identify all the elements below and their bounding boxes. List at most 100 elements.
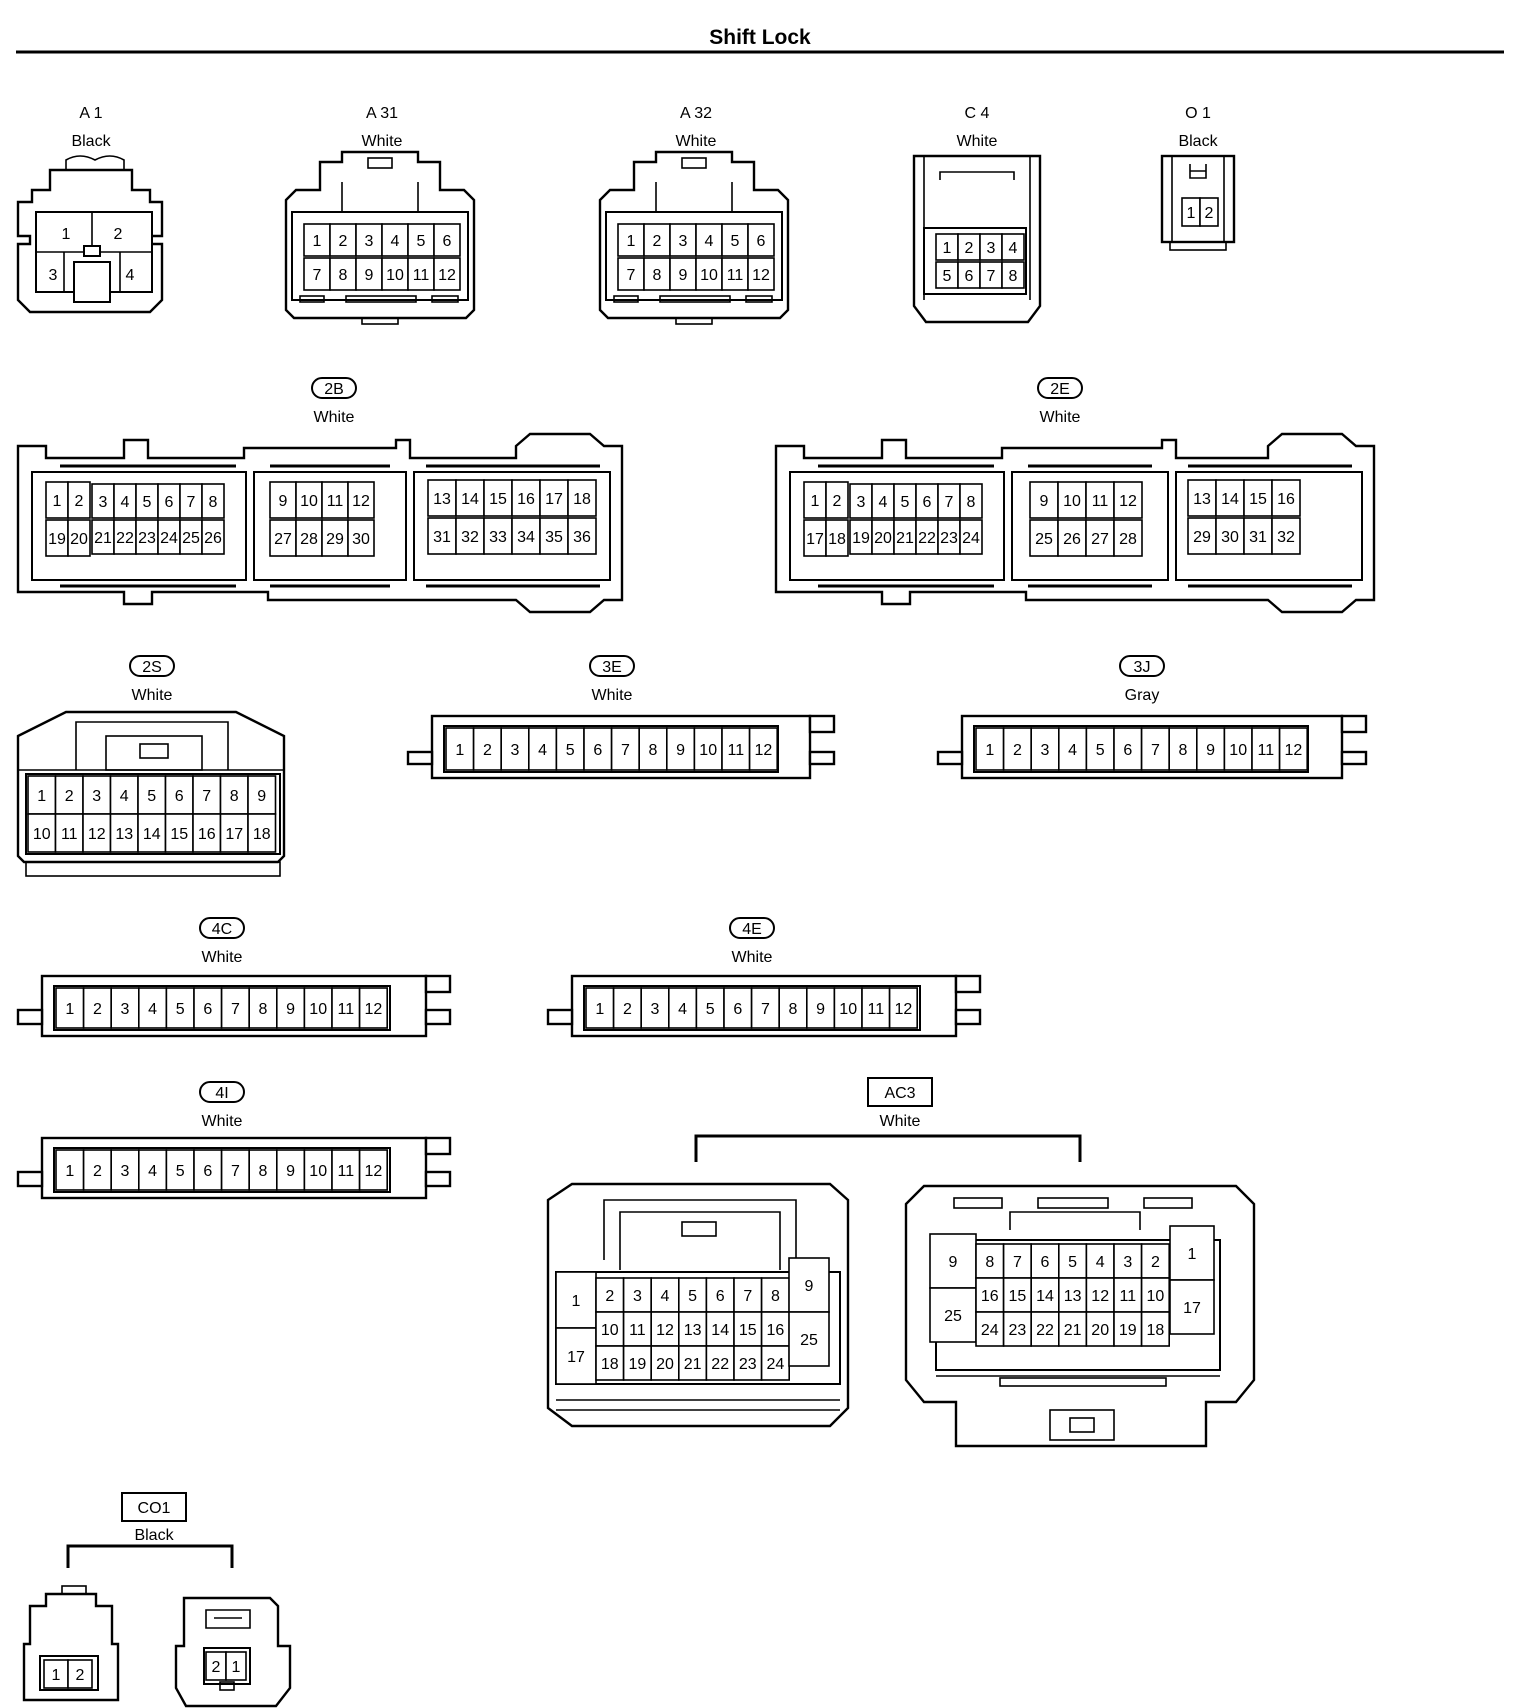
pin-cell: 19 bbox=[45, 519, 69, 557]
pin-cell: 10 bbox=[595, 1311, 625, 1347]
pin-number: 15 bbox=[170, 826, 188, 843]
pin-number: 11 bbox=[867, 1001, 884, 1018]
pin-cell: 20 bbox=[871, 519, 895, 555]
pin-number: 9 bbox=[1040, 493, 1049, 510]
pin-cell: 24 bbox=[959, 519, 983, 555]
pin-number: 13 bbox=[115, 826, 133, 843]
pin-cell: 10 bbox=[833, 987, 863, 1029]
pin-number: 18 bbox=[573, 491, 591, 508]
pin-number: 36 bbox=[573, 529, 591, 546]
pin-cell-box bbox=[269, 481, 297, 519]
pin-number: 12 bbox=[895, 1001, 913, 1018]
pin-cell: 6 bbox=[1030, 1243, 1060, 1279]
pin-number: 1 bbox=[232, 1659, 241, 1676]
pin-number: 22 bbox=[116, 530, 134, 547]
pin-cell: 7 bbox=[179, 483, 203, 519]
pin-cell: 18 bbox=[825, 519, 849, 557]
pin-cell: 22 bbox=[1030, 1311, 1060, 1347]
pin-cell-box bbox=[929, 1287, 977, 1343]
pin-cell: 4 bbox=[138, 987, 168, 1029]
pin-number: 17 bbox=[567, 1349, 585, 1366]
pin-cell: 25 bbox=[929, 1287, 977, 1343]
pin-number: 8 bbox=[653, 267, 662, 284]
pin-cell: 32 bbox=[1271, 517, 1301, 555]
pin-cell: 8 bbox=[643, 257, 671, 291]
pin-cell-box bbox=[110, 987, 140, 1029]
pin-cell: 5 bbox=[165, 1149, 195, 1191]
pin-number: 5 bbox=[1068, 1254, 1077, 1271]
pin-cell: 4 bbox=[695, 223, 723, 257]
pin-cell-box bbox=[788, 1257, 830, 1313]
pin-cell: 6 bbox=[957, 261, 981, 289]
pin-number: 24 bbox=[981, 1322, 999, 1339]
pin-cell: 7 bbox=[610, 727, 640, 771]
pin-cell-box bbox=[164, 775, 194, 815]
pin-cell-box bbox=[760, 1311, 790, 1347]
pin-number: 4 bbox=[661, 1288, 670, 1305]
pin-cell-box bbox=[1002, 727, 1032, 771]
pin-cell-box bbox=[695, 257, 723, 291]
pin-cell: 9 bbox=[275, 1149, 306, 1191]
pin-number: 4 bbox=[121, 494, 130, 511]
pin-number: 4 bbox=[1096, 1254, 1105, 1271]
pin-cell: 28 bbox=[295, 519, 323, 557]
pin-cell-box bbox=[1113, 481, 1143, 519]
pin-cell-box bbox=[959, 483, 983, 519]
pin-cell: 17 bbox=[1169, 1279, 1215, 1335]
pin-number: 19 bbox=[852, 530, 870, 547]
pin-number: 3 bbox=[121, 1163, 130, 1180]
pin-number: 5 bbox=[1096, 742, 1105, 759]
label-3j-color: Gray bbox=[1125, 687, 1160, 704]
label-c4-code: C 4 bbox=[965, 105, 990, 122]
pin-cell: 7 bbox=[192, 775, 222, 815]
pin-cell-box bbox=[165, 1149, 195, 1191]
pin-cell: 1 bbox=[975, 727, 1005, 771]
pin-cell: 4 bbox=[1001, 233, 1025, 261]
pin-cell: 7 bbox=[220, 987, 251, 1029]
pin-cell: 22 bbox=[705, 1345, 735, 1381]
pin-cell-box bbox=[677, 1311, 708, 1347]
label-2s-code: 2S bbox=[142, 659, 162, 676]
pin-cell: 9 bbox=[247, 775, 277, 815]
pin-number: 8 bbox=[1179, 742, 1188, 759]
pin-cell: 5 bbox=[165, 987, 195, 1029]
pin-cell-box bbox=[567, 479, 597, 517]
pin-number: 19 bbox=[1119, 1322, 1137, 1339]
pin-cell: 15 bbox=[1002, 1277, 1032, 1313]
pin-cell-box bbox=[638, 727, 668, 771]
pin-number: 10 bbox=[309, 1001, 327, 1018]
pin-cell: 20 bbox=[1085, 1311, 1115, 1347]
pin-cell: 23 bbox=[937, 519, 961, 555]
label-4e-pill bbox=[729, 917, 775, 939]
label-a32-code: A 32 bbox=[680, 105, 712, 122]
pin-cell: 9 bbox=[269, 481, 297, 519]
pin-number: 3 bbox=[1123, 1254, 1132, 1271]
pin-cell: 13 bbox=[109, 813, 139, 853]
pin-number: 1 bbox=[52, 1667, 61, 1684]
pin-number: 20 bbox=[70, 531, 88, 548]
pin-cell-box bbox=[617, 257, 645, 291]
pin-cell-box bbox=[705, 1311, 735, 1347]
pin-cell: 2 bbox=[1199, 197, 1219, 227]
connector-a1 bbox=[16, 155, 164, 314]
pin-cell: 10 bbox=[295, 481, 323, 519]
pin-cell: 2 bbox=[1140, 1243, 1170, 1279]
pin: 4 bbox=[126, 267, 135, 284]
pin-cell-box bbox=[583, 727, 613, 771]
pin-number: 30 bbox=[352, 531, 370, 548]
pin-cell-box bbox=[269, 519, 297, 557]
pin-cell-box bbox=[1271, 479, 1301, 517]
pin-cell: 17 bbox=[555, 1327, 597, 1385]
pin-number: 31 bbox=[433, 529, 451, 546]
pin-cell-box bbox=[1199, 197, 1219, 227]
pin-cell: 36 bbox=[567, 517, 597, 555]
pin-number: 18 bbox=[828, 531, 846, 548]
pin-number: 9 bbox=[676, 742, 685, 759]
pin-cell: 3 bbox=[355, 223, 383, 257]
pin-cell: 9 bbox=[1196, 727, 1226, 771]
pin-cell: 1 bbox=[55, 987, 85, 1029]
pin-cell: 15 bbox=[1243, 479, 1273, 517]
pin-cell-box bbox=[1030, 727, 1060, 771]
pin-number: 3 bbox=[1041, 742, 1050, 759]
